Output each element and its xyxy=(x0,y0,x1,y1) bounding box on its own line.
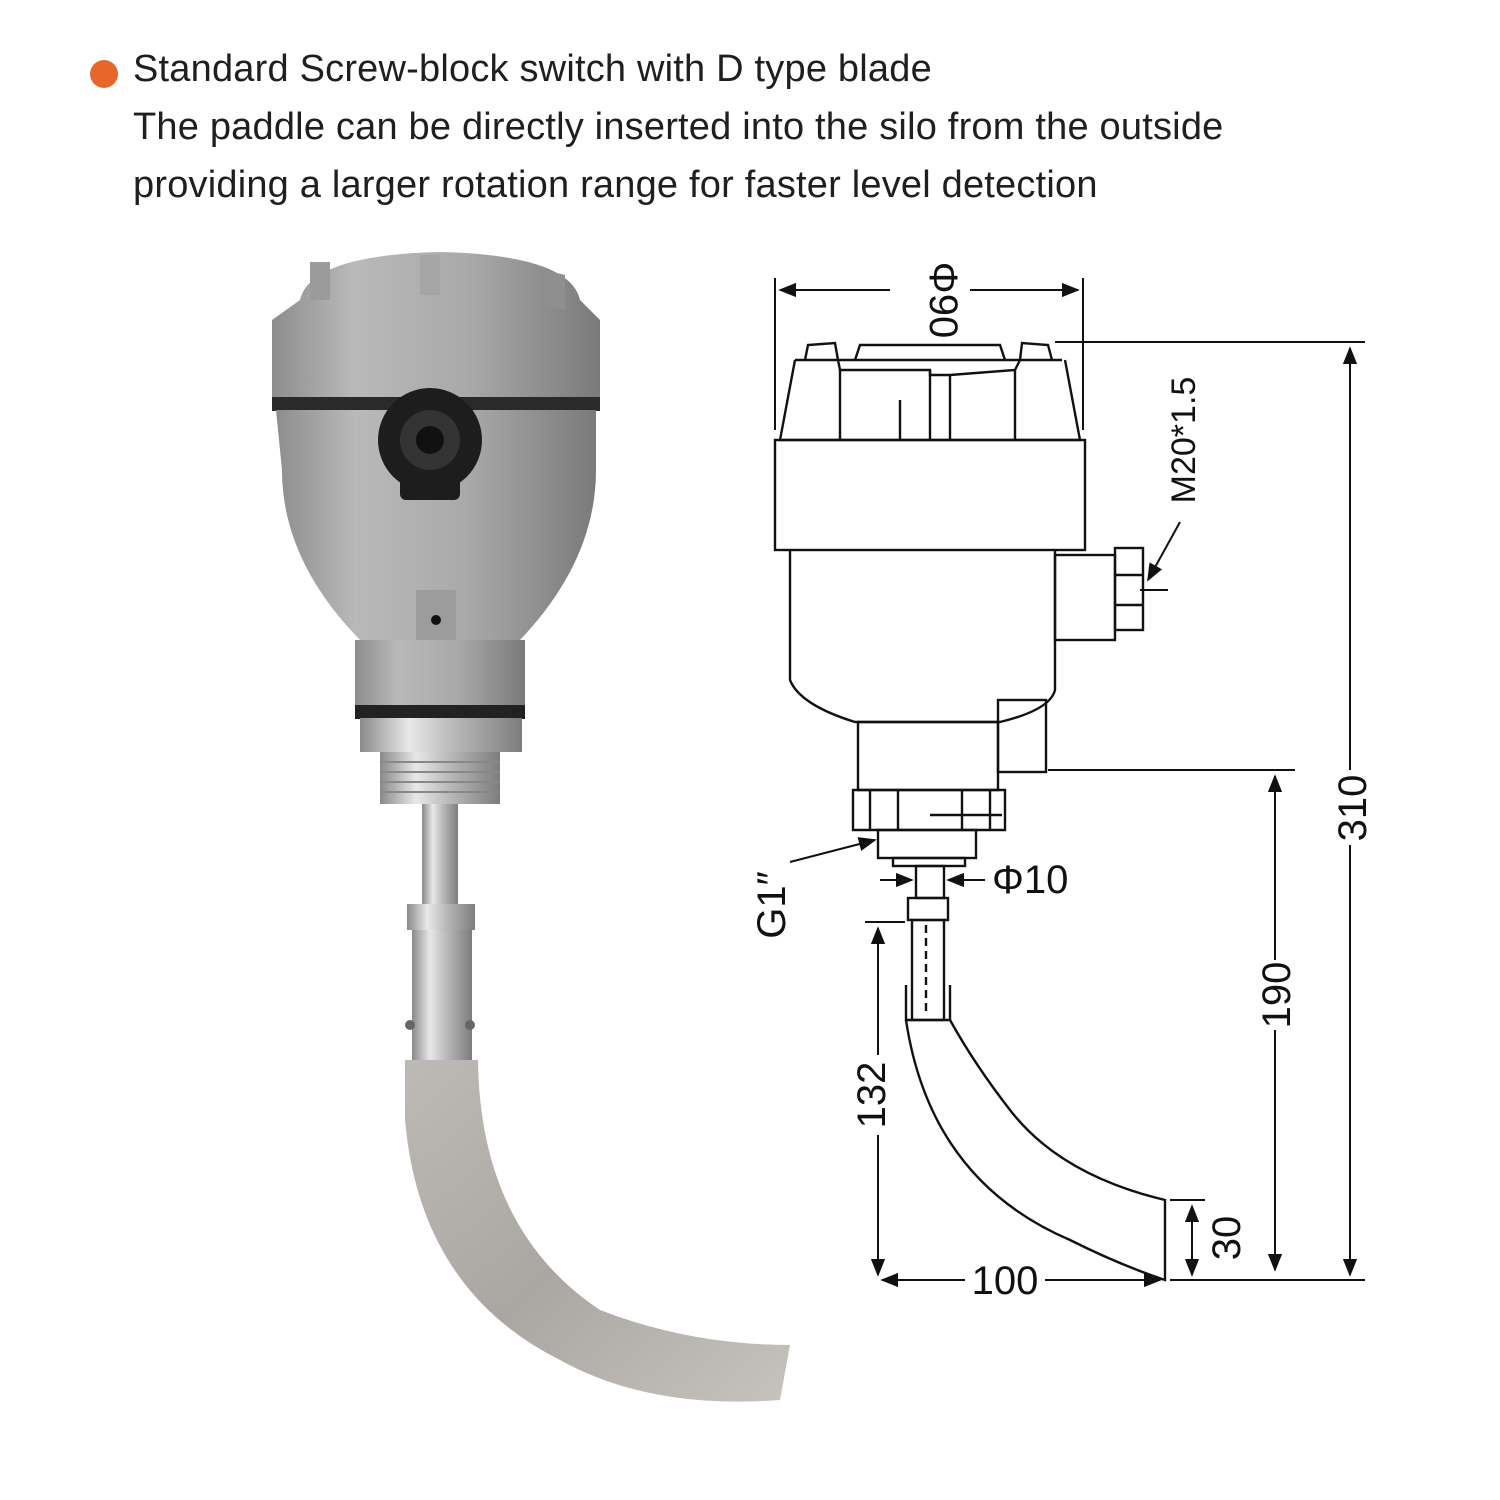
dimension-lines xyxy=(774,278,1365,1288)
dim-total-height: 310 xyxy=(1331,775,1375,842)
device-photo xyxy=(272,252,790,1402)
bullet-dot-icon xyxy=(90,60,118,88)
dim-gland-thread: M20*1.5 xyxy=(1165,377,1203,504)
header: Standard Screw-block switch with D type … xyxy=(0,0,1500,230)
dim-blade-tip: 30 xyxy=(1205,1216,1249,1261)
dim-shaft-diameter: Φ10 xyxy=(992,858,1068,902)
technical-drawing xyxy=(773,341,1167,1282)
dim-process-thread: G1″ xyxy=(750,871,794,939)
dim-blade-width: 100 xyxy=(972,1259,1039,1303)
dim-housing-diameter: Φ90 xyxy=(921,262,965,338)
headline: Standard Screw-block switch with D type … xyxy=(133,48,932,90)
description-line-1: The paddle can be directly inserted into… xyxy=(133,106,1224,148)
description-line-2: providing a larger rotation range for fa… xyxy=(133,164,1098,206)
dim-blade-height: 132 xyxy=(850,1062,894,1129)
dim-lower-height: 190 xyxy=(1255,962,1299,1029)
